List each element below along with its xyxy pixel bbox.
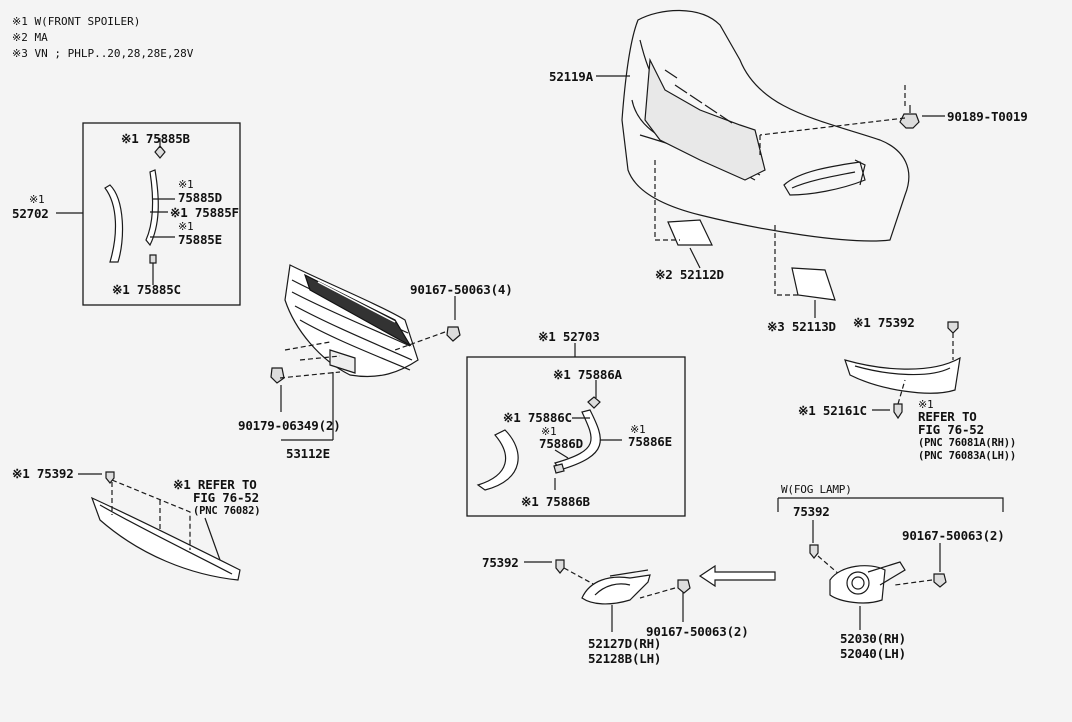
label-52030: 52030(RH) [840, 631, 906, 646]
label-75885C: ※1 75885C [112, 282, 181, 297]
label-75392-fog: 75392 [793, 504, 830, 519]
label-53112E: 53112E [286, 446, 330, 461]
label-52702-mark: ※1 [29, 193, 45, 206]
label-75886E-mark: ※1 [630, 423, 646, 436]
grille [284, 264, 419, 378]
label-75886D: 75886D [539, 436, 583, 451]
label-52127D: 52127D(RH) [588, 636, 662, 651]
note-vn: ※3 VN ; PHLP..20,28,28E,28V [12, 47, 194, 60]
label-75886E: 75886E [628, 434, 672, 449]
ref-right-mark: ※1 [918, 398, 934, 411]
label-52119A: 52119A [549, 69, 593, 84]
ref-left-line2: FIG 76-52 [193, 490, 259, 505]
note-front-spoiler: ※1 W(FRONT SPOILER) [12, 15, 141, 28]
label-90167-50063-cover: 90167-50063(2) [646, 624, 749, 639]
label-75392-left: ※1 75392 [12, 466, 74, 481]
label-75886D-mark: ※1 [541, 425, 557, 438]
note-ma: ※2 MA [12, 31, 48, 44]
ref-left-line3: (PNC 76082) [193, 505, 261, 517]
ref-left-line1: ※1 REFER TO [173, 477, 257, 492]
label-52113D: ※3 52113D [767, 319, 836, 334]
label-75886C: ※1 75886C [503, 410, 572, 425]
label-52702: 52702 [12, 206, 49, 221]
clip-90189 [899, 105, 920, 129]
label-75886A: ※1 75886A [553, 367, 622, 382]
label-52161C: ※1 52161C [798, 403, 867, 418]
ref-right-line1: REFER TO [918, 409, 977, 424]
ref-right-line4: (PNC 76083A(LH)) [918, 450, 1016, 462]
bumper-cover [621, 9, 910, 242]
label-90189-T0019: 90189-T0019 [947, 109, 1028, 124]
label-90167-50063-4: 90167-50063(4) [410, 282, 513, 297]
label-75885F: ※1 75885F [170, 205, 239, 220]
label-52112D: ※2 52112D [655, 267, 724, 282]
label-75885E-mark: ※1 [178, 220, 194, 233]
ref-right-line3: (PNC 76081A(RH)) [918, 437, 1016, 449]
label-52703: ※1 52703 [538, 329, 600, 344]
label-90179-06349: 90179-06349(2) [238, 418, 341, 433]
label-52040: 52040(LH) [840, 646, 906, 661]
label-75392-right: ※1 75392 [853, 315, 915, 330]
label-75392-cover: 75392 [482, 555, 519, 570]
fog-lamp-title: W(FOG LAMP) [781, 483, 852, 496]
label-90167-50063-fog: 90167-50063(2) [902, 528, 1005, 543]
label-75885E: 75885E [178, 232, 222, 247]
label-75885B: ※1 75885B [121, 131, 190, 146]
label-75886B: ※1 75886B [521, 494, 590, 509]
label-75885D: 75885D [178, 190, 222, 205]
label-52128B: 52128B(LH) [588, 651, 662, 666]
label-75885D-mark: ※1 [178, 178, 194, 191]
ref-right-line2: FIG 76-52 [918, 422, 984, 437]
